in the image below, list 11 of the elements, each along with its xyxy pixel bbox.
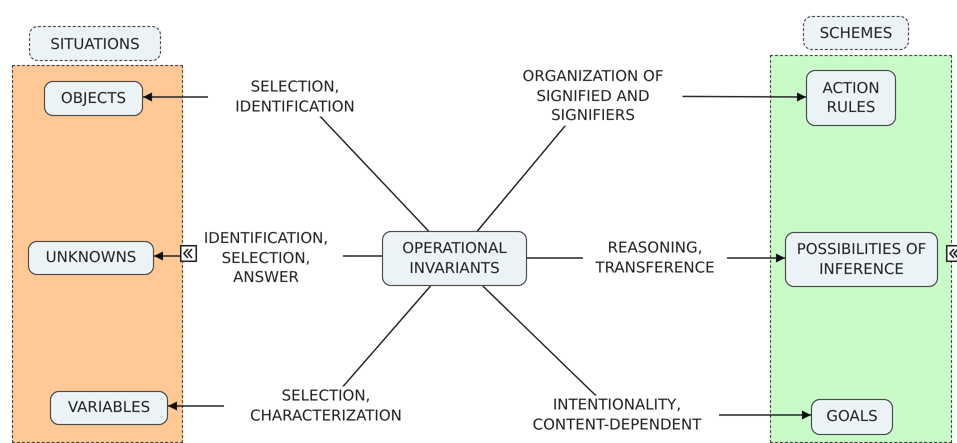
concept-box: ACTION RULES [806,70,896,126]
concept-box: OBJECTS [44,81,143,116]
concept-box: POSSIBILITIES OF INFERENCE [785,232,938,287]
group-panel [12,65,183,443]
concept-box: VARIABLES [50,391,168,425]
concept-box: UNKNOWNS [28,241,154,275]
group-panel [770,55,952,443]
group-heading: SITUATIONS [29,26,161,61]
concept-box: GOALS [811,399,893,435]
concept-box: OPERATIONAL INVARIANTS [382,231,527,286]
group-heading: SCHEMES [803,16,909,50]
